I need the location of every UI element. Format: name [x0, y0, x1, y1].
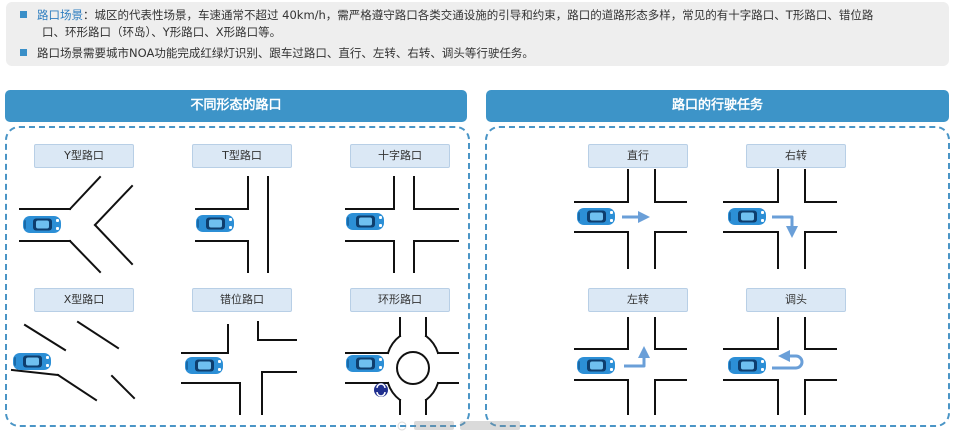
t-intersection-roads: [195, 176, 269, 273]
intro-box: 路口场景：城区的代表性场景，车速通常不超过 40km/h，需严格遵守路口各类交通…: [6, 2, 949, 66]
label-go-straight: 直行: [588, 144, 688, 168]
right-turn-roads: [723, 169, 837, 269]
bullet-1-continuation: 口、环形路口（环岛）、Y形路口、X形路口等。: [42, 25, 282, 39]
car-icon: [196, 215, 234, 232]
crossroad-roads: [345, 176, 459, 273]
left-panel-frame: [5, 126, 470, 427]
u-turn-arrow-icon: [772, 350, 804, 370]
bullet-square-icon: [20, 49, 27, 56]
car-icon: [23, 216, 61, 233]
right-panel-title: 路口的行驶任务: [486, 90, 949, 122]
label-turn-left: 左转: [588, 288, 688, 312]
label-roundabout: 环形路口: [350, 288, 450, 312]
car-icon: [13, 353, 51, 370]
u-turn-roads: [723, 317, 837, 415]
intro-bullet-2: 路口场景需要城市NOA功能完成红绿灯识别、跟车过路口、直行、左转、右转、调头等行…: [20, 45, 534, 62]
car-icon: [577, 357, 615, 374]
label-turn-right: 右转: [746, 144, 846, 168]
label-crossroad: 十字路口: [350, 144, 450, 168]
left-turn-roads: [574, 317, 687, 415]
right-turn-arrow-icon: [772, 215, 798, 238]
keyword-intersection: 路口场景: [37, 8, 83, 22]
car-icon: [346, 213, 384, 230]
car-icon: [185, 357, 223, 374]
car-icon: [728, 208, 766, 225]
car-icon: [577, 208, 615, 225]
offset-intersection-roads: [181, 321, 297, 415]
label-t-intersection: T型路口: [192, 144, 292, 168]
bullet-1-text: ：城区的代表性场景，车速通常不超过 40km/h，需严格遵守路口各类交通设施的引…: [83, 8, 874, 22]
left-turn-arrow-icon: [624, 346, 650, 368]
bullet-2-text: 路口场景需要城市NOA功能完成红绿灯识别、跟车过路口、直行、左转、右转、调头等行…: [37, 46, 534, 60]
roundabout-roads: [345, 317, 459, 415]
left-panel-title: 不同形态的路口: [5, 90, 467, 122]
label-x-intersection: X型路口: [34, 288, 134, 312]
right-panel-frame: [485, 126, 950, 427]
label-y-intersection: Y型路口: [34, 144, 134, 168]
roundabout-sign-icon: [374, 383, 388, 397]
straight-roads: [574, 169, 687, 269]
label-offset-intersection: 错位路口: [192, 288, 292, 312]
bullet-square-icon: [20, 11, 27, 18]
x-intersection-roads: [10, 320, 136, 402]
label-u-turn: 调头: [746, 288, 846, 312]
car-icon: [346, 355, 384, 372]
car-icon: [728, 357, 766, 374]
watermark-logo: [397, 421, 520, 431]
y-intersection-roads: [19, 175, 134, 274]
intro-bullet-1: 路口场景：城区的代表性场景，车速通常不超过 40km/h，需严格遵守路口各类交通…: [20, 7, 945, 41]
